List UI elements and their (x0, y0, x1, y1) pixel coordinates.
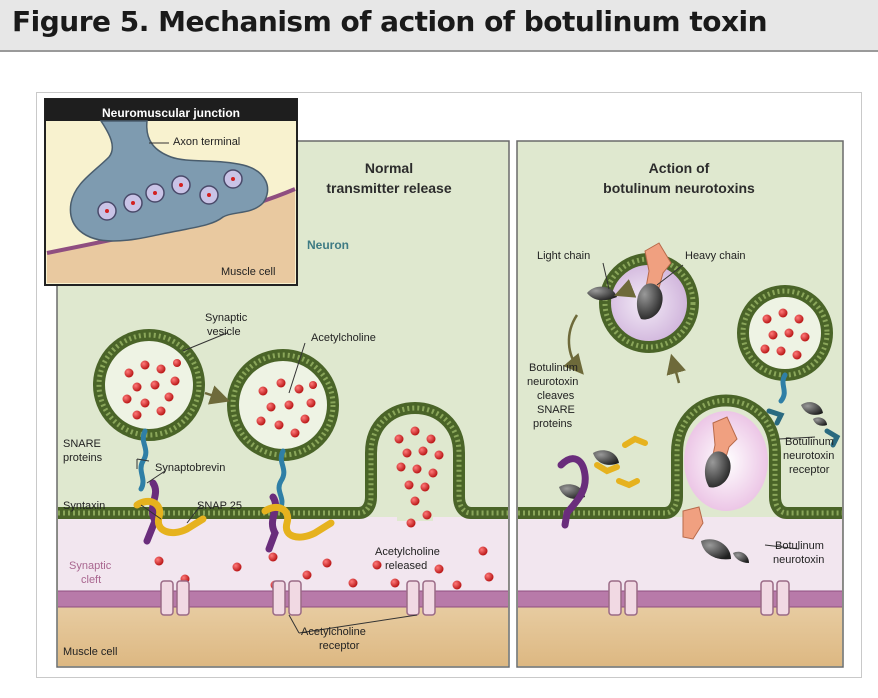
synaptic-cleft-label-2: cleft (81, 574, 101, 586)
snare-label-2: proteins (63, 452, 103, 464)
right-panel: Action of botulinum neurotoxins Light ch… (516, 140, 844, 668)
ach-receptors (160, 580, 436, 616)
receptor-label-1: Botulinum (785, 436, 834, 448)
right-heading-line1: Action of (649, 160, 710, 176)
figure-title: Figure 5. Mechanism of action of botulin… (12, 5, 768, 38)
receptor-label-2: neurotoxin (783, 450, 834, 462)
synaptobrevin-label: Synaptobrevin (155, 462, 225, 474)
cleaves-label-3: cleaves (537, 390, 575, 402)
ach-released-label-2: released (385, 560, 427, 572)
muscle-cell-label: Muscle cell (63, 646, 117, 658)
ach-released-label-1: Acetylcholine (375, 546, 440, 558)
right-heading-line2: botulinum neurotoxins (603, 180, 755, 196)
cleaves-label-4: SNARE (537, 404, 575, 416)
cleaves-label-2: neurotoxin (527, 376, 578, 388)
acetylcholine-label: Acetylcholine (311, 332, 376, 344)
toxin-molecules (559, 242, 827, 563)
axon-terminal-label: Axon terminal (173, 136, 240, 148)
left-heading-line2: transmitter release (326, 180, 452, 196)
synaptic-vesicle-label-2: vesicle (207, 326, 241, 338)
inset-title: Neuromuscular junction (102, 106, 240, 120)
light-chain-label: Light chain (537, 250, 590, 262)
ach-receptor-label-1: Acetylcholine (301, 626, 366, 638)
ach-receptor-label-2: receptor (319, 640, 360, 652)
neuromuscular-junction-inset: Neuromuscular junction Axon terminal Mus… (44, 98, 298, 286)
snap25-label: SNAP 25 (197, 500, 242, 512)
cleaves-label-1: Botulinum (529, 362, 578, 374)
synaptic-cleft-label-1: Synaptic (69, 560, 112, 572)
left-heading-line1: Normal (365, 160, 413, 176)
heavy-chain-label: Heavy chain (685, 250, 746, 262)
cleaves-label-5: proteins (533, 418, 573, 430)
synaptic-vesicle-label-1: Synaptic (205, 312, 248, 324)
snare-label-1: SNARE (63, 438, 101, 450)
neuron-label: Neuron (307, 238, 349, 252)
inset-muscle-cell-label: Muscle cell (221, 266, 275, 278)
figure-frame: Normal transmitter release Neuron Synapt… (36, 92, 862, 678)
figure-header: Figure 5. Mechanism of action of botulin… (0, 0, 878, 52)
receptor-label-3: receptor (789, 464, 830, 476)
toxin-label-1: Botulinum (775, 540, 824, 552)
toxin-label-2: neurotoxin (773, 554, 824, 566)
mechanism-diagram: Normal transmitter release Neuron Synapt… (44, 98, 844, 668)
syntaxin-label: Syntaxin (63, 500, 105, 512)
